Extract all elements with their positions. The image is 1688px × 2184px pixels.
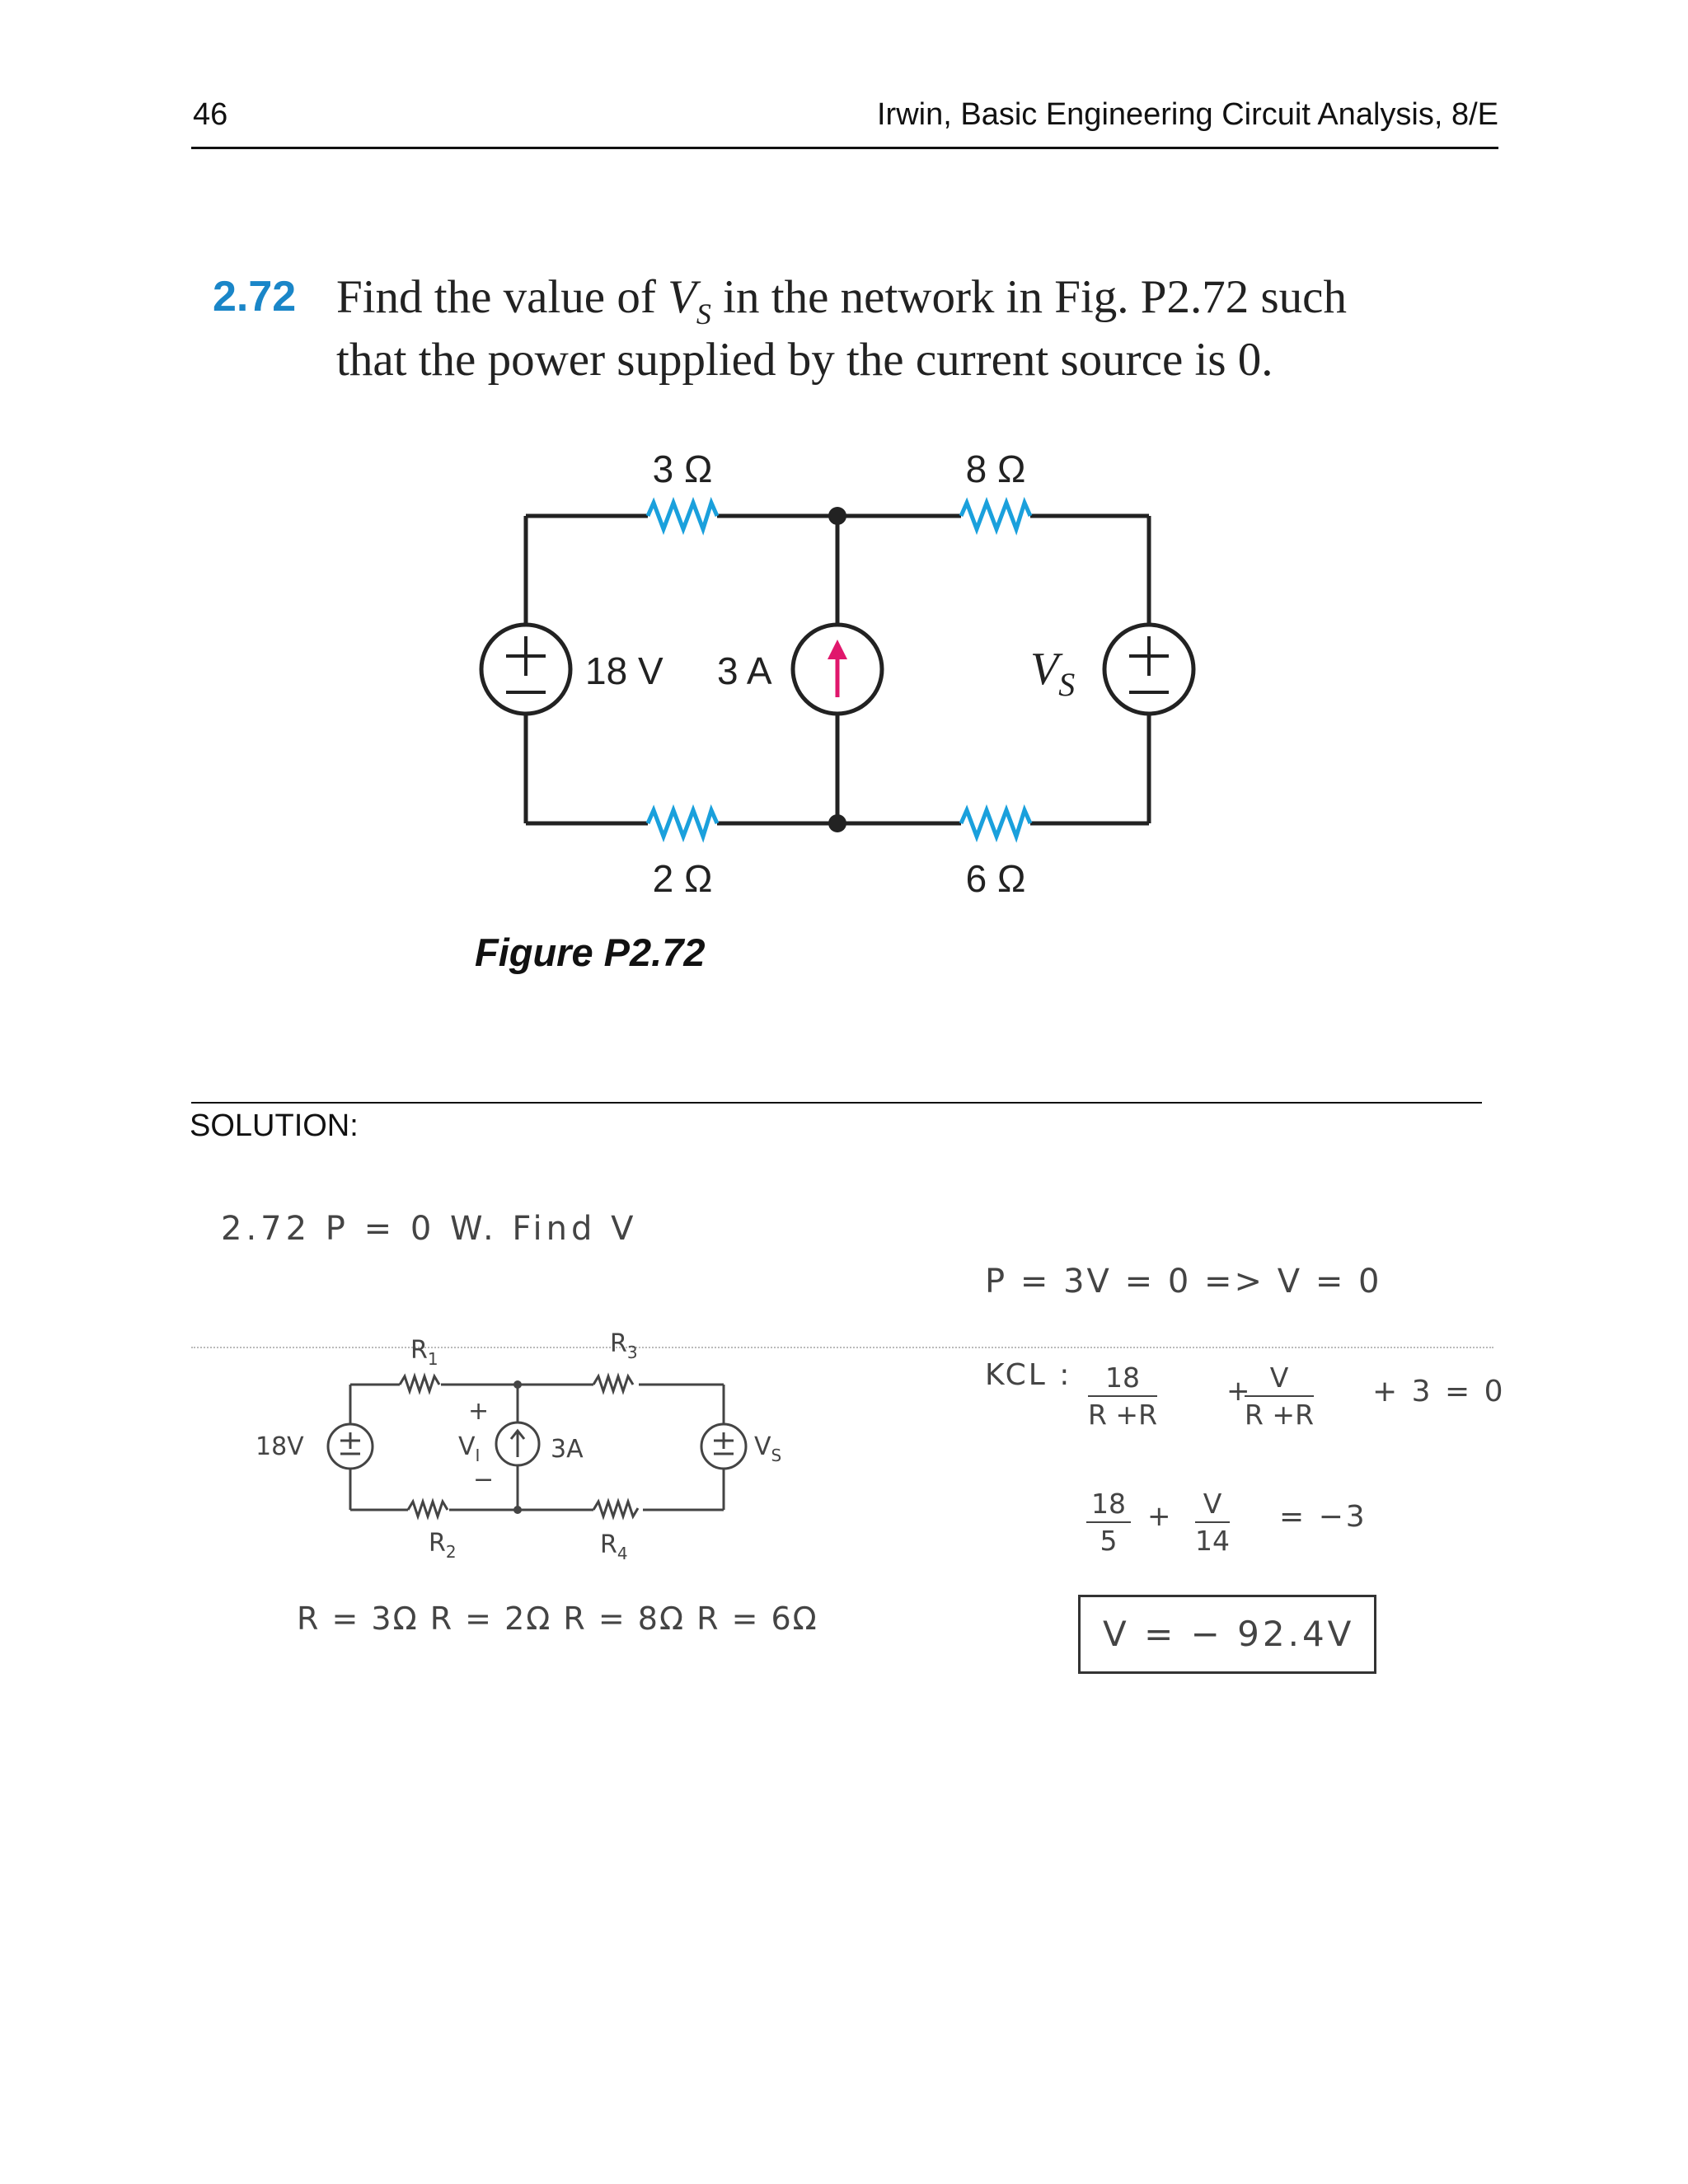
label-3a: 3 A — [717, 649, 772, 692]
problem-text-line-2: that the power supplied by the current s… — [336, 334, 1273, 386]
kcl-label: KCL : — [985, 1358, 1072, 1392]
resistor-top-left — [645, 496, 720, 536]
sketch-label-vi: VI — [458, 1432, 480, 1465]
sketch-r1 — [398, 1372, 441, 1395]
resistor-bottom-right — [959, 804, 1033, 843]
figure-caption: Figure P2.72 — [475, 930, 706, 974]
circuit-figure: 3 Ω 8 Ω 2 Ω 6 Ω 18 V 3 A VS — [479, 448, 1196, 900]
sketch-r4 — [592, 1497, 640, 1521]
sketch-current-source — [495, 1421, 541, 1467]
sketch-label-r4: R4 — [600, 1530, 628, 1563]
final-answer: V = − 92.4V — [1103, 1614, 1355, 1654]
sketch-voltage-source-left — [326, 1422, 374, 1470]
eq2-plus: + — [1147, 1500, 1171, 1533]
node-bottom — [828, 814, 846, 832]
label-2-ohm: 2 Ω — [653, 857, 713, 900]
resistor-bottom-left — [645, 804, 720, 843]
problem-number: 2.72 — [213, 273, 297, 321]
answer-box — [1078, 1595, 1376, 1674]
page-number: 46 — [193, 97, 228, 132]
solution-rule — [191, 1102, 1482, 1104]
sketch-minus: − — [473, 1465, 494, 1494]
solution-heading: 2.72 P = 0 W. Find V — [221, 1210, 638, 1248]
label-3-ohm: 3 Ω — [653, 448, 713, 490]
current-source — [790, 622, 884, 716]
node-top — [828, 507, 846, 525]
resistor-values: R = 3Ω R = 2Ω R = 8Ω R = 6Ω — [297, 1601, 818, 1637]
header-rule — [191, 147, 1498, 149]
sketch-label-3a: 3A — [551, 1435, 584, 1464]
voltage-source-right — [1102, 622, 1196, 716]
label-8-ohm: 8 Ω — [966, 448, 1026, 490]
sketch-voltage-source-right — [700, 1422, 748, 1470]
scan-dotted-line — [191, 1347, 1493, 1348]
voltage-source-left — [479, 622, 573, 716]
sketch-label-r3: R3 — [610, 1329, 638, 1362]
sketch-label-r1: R1 — [410, 1336, 438, 1369]
problem-text-line-1: Find the value of VS in the network in F… — [336, 271, 1347, 330]
sketch-label-vs: VS — [754, 1432, 781, 1465]
header-title: Irwin, Basic Engineering Circuit Analysi… — [877, 97, 1498, 132]
label-18v: 18 V — [585, 649, 663, 692]
solution-label: SOLUTION: — [190, 1108, 359, 1143]
sketch-r3 — [592, 1372, 635, 1395]
eq1-rhs: + 3 = 0 — [1372, 1375, 1506, 1408]
sketch-r2 — [406, 1497, 449, 1521]
eq1-plus: + — [1226, 1375, 1250, 1408]
resistor-top-right — [959, 496, 1033, 536]
label-vs: VS — [1030, 644, 1075, 703]
power-equation: P = 3V = 0 => V = 0 — [985, 1263, 1382, 1301]
sketch-plus: + — [468, 1397, 489, 1426]
sketch-label-18v: 18V — [256, 1432, 304, 1461]
label-6-ohm: 6 Ω — [966, 857, 1026, 900]
sketch-label-r2: R2 — [429, 1529, 457, 1562]
eq2-rhs: = −3 — [1279, 1500, 1367, 1534]
